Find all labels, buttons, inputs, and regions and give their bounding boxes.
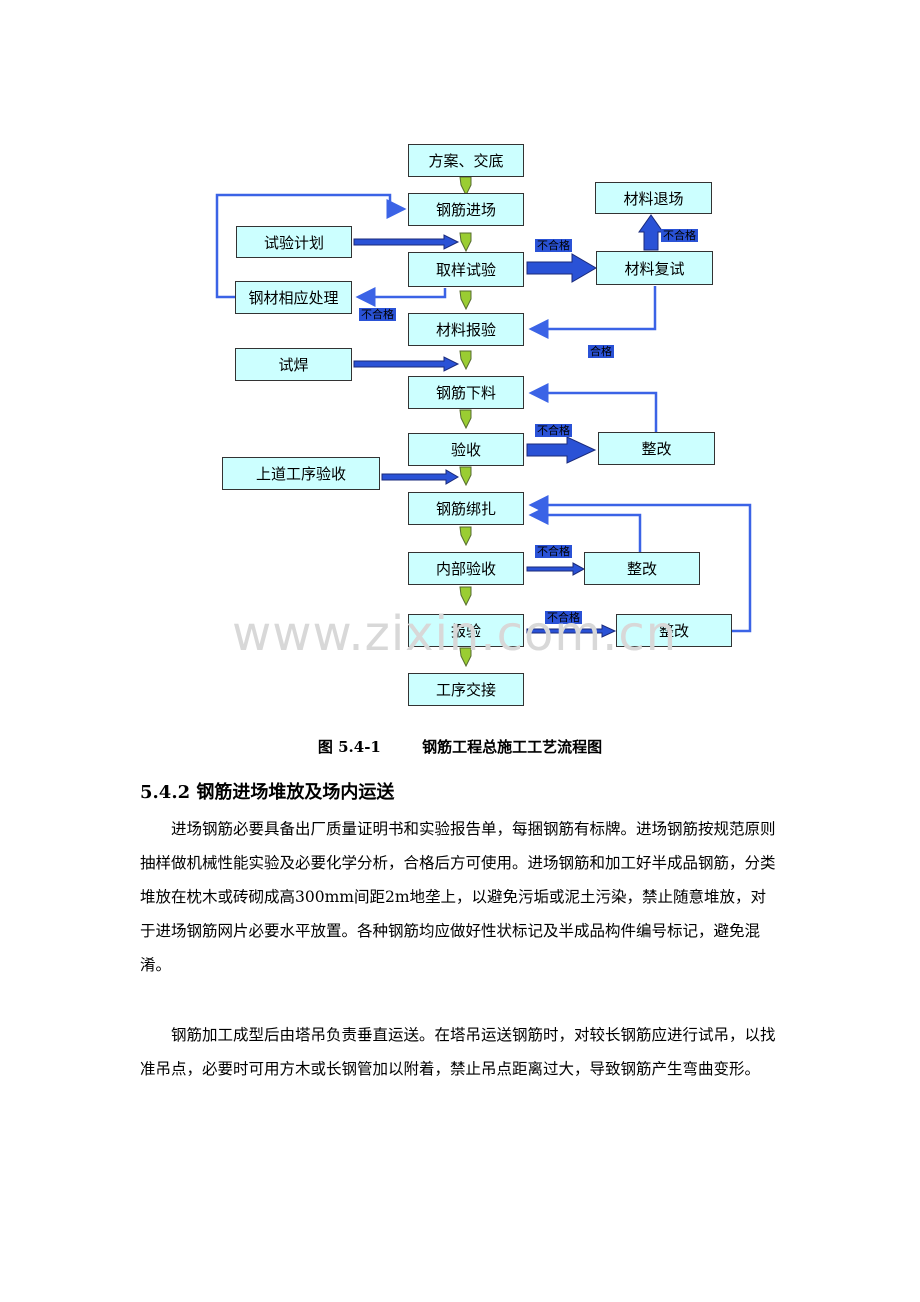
figure-title: 钢筋工程总施工工艺流程图: [422, 738, 603, 756]
box-acceptance: 验收: [408, 433, 524, 466]
box-rectify-2: 整改: [584, 552, 700, 585]
box-rebar-handling: 钢材相应处理: [235, 281, 352, 314]
label-fail-sampling: 不合格: [535, 239, 572, 252]
paragraph-2: 钢筋加工成型后由塔吊负责垂直运送。在塔吊运送钢筋时，对较长钢筋应进行试吊，以找准…: [140, 1026, 776, 1078]
section-body: 进场钢筋必要具备出厂质量证明书和实验报告单，每捆钢筋有标牌。进场钢筋按规范原则抽…: [140, 812, 780, 982]
label-pass: 合格: [588, 345, 614, 358]
block-arrows: [353, 214, 664, 638]
figure-number: 图 5.4-1: [317, 738, 381, 756]
box-sampling: 取样试验: [408, 252, 524, 287]
box-rebar-binding: 钢筋绑扎: [408, 492, 524, 525]
label-fail-report: 不合格: [545, 611, 582, 624]
label-fail-internal: 不合格: [535, 545, 572, 558]
box-test-plan: 试验计划: [236, 226, 352, 258]
box-internal-acceptance: 内部验收: [408, 552, 524, 585]
box-rebar-entry: 钢筋进场: [408, 193, 524, 226]
box-process-handover: 工序交接: [408, 673, 524, 706]
flowchart-connectors: [215, 176, 752, 668]
label-fail-acceptance: 不合格: [535, 424, 572, 437]
box-material-report: 材料报验: [408, 313, 524, 346]
box-trial-weld: 试焊: [235, 348, 352, 381]
box-rectify-1: 整改: [598, 432, 715, 465]
box-prev-process-acceptance: 上道工序验收: [222, 457, 380, 490]
watermark: www.zixin.com.cn: [232, 606, 678, 662]
chevron-arrows: [459, 176, 472, 668]
box-plan: 方案、交底: [408, 144, 524, 177]
flowchart: 方案、交底 钢筋进场 试验计划 取样试验 材料退场 材料复试 钢材相应处理 材料…: [215, 144, 752, 706]
box-material-retest: 材料复试: [596, 251, 713, 285]
label-fail-handling: 不合格: [359, 308, 396, 321]
section-body-2: 钢筋加工成型后由塔吊负责垂直运送。在塔吊运送钢筋时，对较长钢筋应进行试吊，以找准…: [140, 1018, 780, 1086]
box-material-return: 材料退场: [595, 182, 712, 214]
section-heading: 5.4.2 钢筋进场堆放及场内运送: [140, 782, 395, 803]
box-inspection-report: 报验: [408, 614, 524, 647]
box-rectify-3: 整改: [616, 614, 732, 647]
paragraph-1: 进场钢筋必要具备出厂质量证明书和实验报告单，每捆钢筋有标牌。进场钢筋按规范原则抽…: [140, 820, 776, 974]
connector-lines: [215, 193, 752, 633]
box-rebar-cutting: 钢筋下料: [408, 376, 524, 409]
label-fail-retest: 不合格: [661, 229, 698, 242]
figure-caption: 图 5.4-1 钢筋工程总施工工艺流程图: [0, 736, 920, 757]
